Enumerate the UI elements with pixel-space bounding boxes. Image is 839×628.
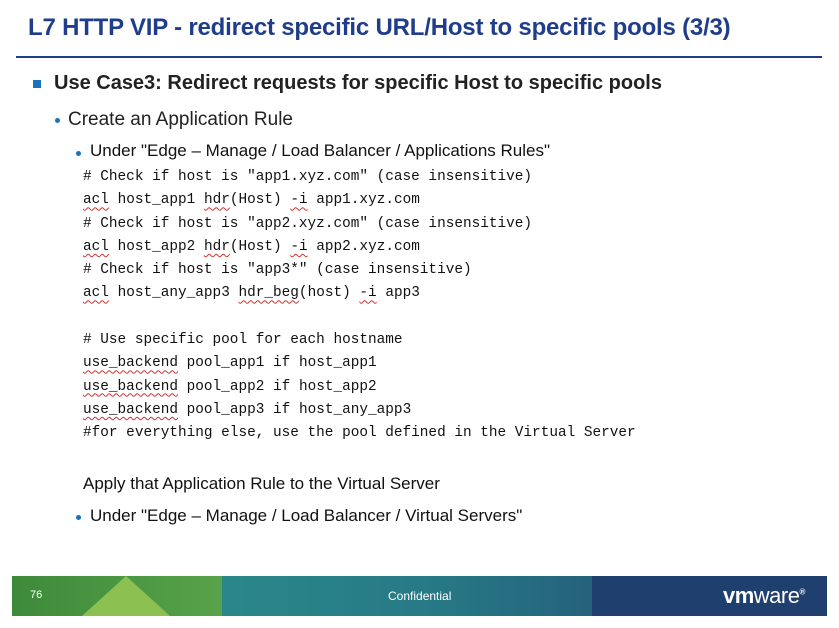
logo-registered-mark: ®: [799, 587, 805, 597]
logo-vm: vm: [723, 583, 754, 608]
code-block: # Check if host is "app1.xyz.com" (case …: [83, 166, 636, 446]
code-line: acl host_app2 hdr(Host) -i app2.xyz.com: [83, 238, 420, 255]
code-line: #for everything else, use the pool defin…: [83, 425, 636, 442]
footer-teal-segment: [172, 576, 592, 616]
footer-triangle-icon: [82, 576, 170, 616]
code-line: # Check if host is "app2.xyz.com" (case …: [83, 215, 533, 232]
title-divider: [16, 56, 822, 58]
dot-bullet-icon: [55, 118, 60, 123]
square-bullet-icon: [33, 80, 41, 88]
bullet-level3-virtual-servers: Under "Edge – Manage / Load Balancer / V…: [90, 506, 523, 525]
confidential-label: Confidential: [388, 589, 452, 603]
bullet-level1: Use Case3: Redirect requests for specifi…: [54, 72, 662, 94]
vmware-logo: vmware®: [723, 583, 805, 609]
code-line: acl host_any_app3 hdr_beg(host) -i app3: [83, 285, 420, 302]
code-line: # Use specific pool for each hostname: [83, 332, 403, 349]
slide-title: L7 HTTP VIP - redirect specific URL/Host…: [28, 14, 731, 41]
code-line: # Check if host is "app1.xyz.com" (case …: [83, 169, 533, 185]
footer-bar: 76 Confidential vmware®: [12, 576, 827, 616]
page-number: 76: [30, 589, 43, 601]
code-line: # Check if host is "app3*" (case insensi…: [83, 262, 472, 279]
dot-bullet-icon: [76, 151, 81, 156]
bullet-level2: Create an Application Rule: [68, 109, 293, 130]
dot-bullet-icon: [76, 515, 81, 520]
logo-ware: ware: [753, 583, 800, 608]
code-line: use_backend pool_app2 if host_app2: [83, 378, 377, 395]
bullet-level3-rules: Under "Edge – Manage / Load Balancer / A…: [90, 141, 551, 160]
code-line: acl host_app1 hdr(Host) -i app1.xyz.com: [83, 192, 420, 209]
code-line: use_backend pool_app3 if host_any_app3: [83, 401, 412, 418]
code-line: use_backend pool_app1 if host_app1: [83, 355, 377, 372]
footer-navy-segment: [572, 576, 827, 616]
code-line: [83, 306, 636, 329]
apply-rule-text: Apply that Application Rule to the Virtu…: [83, 474, 440, 493]
